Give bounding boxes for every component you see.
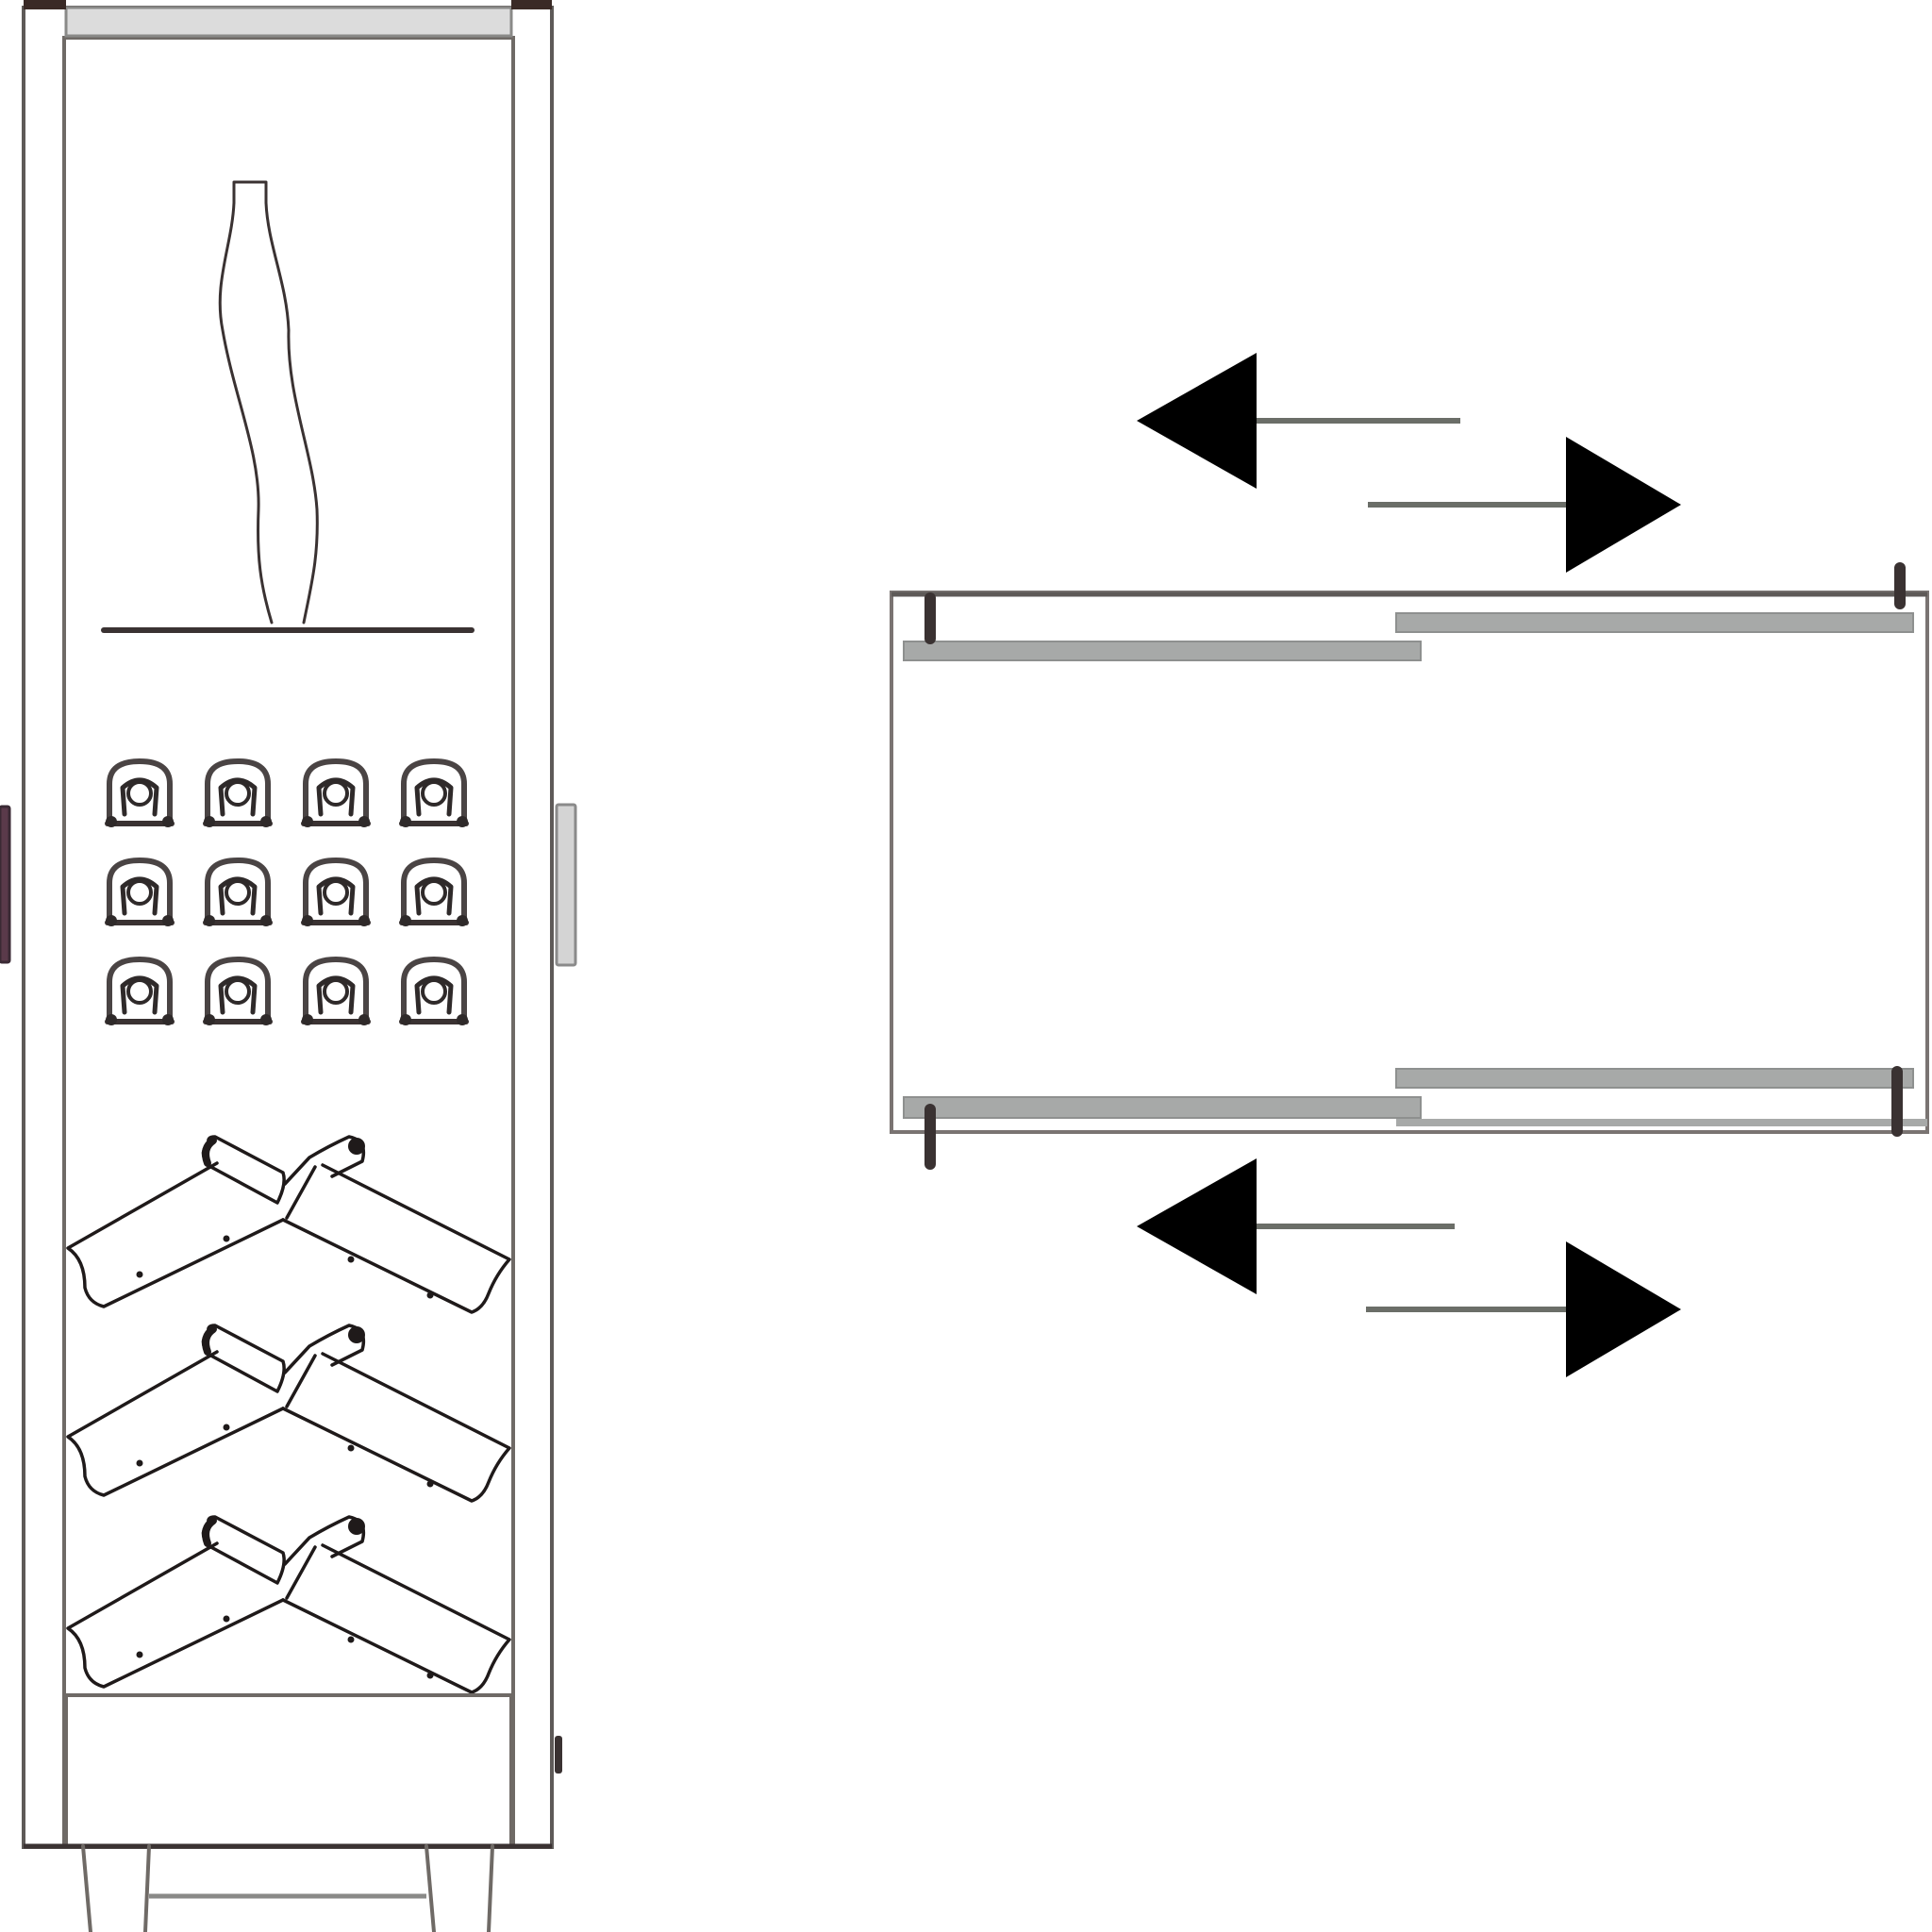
cabinet-base bbox=[24, 1843, 552, 1932]
slider-rails bbox=[891, 591, 1927, 1126]
rail-bottom-left bbox=[903, 1096, 1422, 1119]
rail-top-left bbox=[903, 641, 1422, 661]
bottle-end-icon bbox=[203, 957, 273, 1025]
top-right-arrow-icon bbox=[1368, 437, 1681, 573]
stacked-bottle-rack bbox=[105, 758, 469, 1025]
rail-top-right bbox=[1395, 612, 1914, 633]
bottom-right-arrow-icon bbox=[1366, 1241, 1681, 1377]
pin-bottom-right bbox=[1891, 1066, 1903, 1137]
slider-pins bbox=[924, 562, 1906, 1170]
bottle-end-icon bbox=[105, 758, 175, 827]
pin-top-left bbox=[924, 592, 936, 644]
bottle-end-icon bbox=[105, 957, 175, 1025]
direction-arrows bbox=[1137, 353, 1681, 1377]
bottle-end-icon bbox=[105, 858, 175, 926]
bottle-end-icon bbox=[399, 758, 469, 827]
bottle-end-icon bbox=[301, 758, 371, 827]
side-handles bbox=[0, 803, 577, 967]
angled-rack-1 bbox=[66, 1135, 511, 1314]
angled-rack-2 bbox=[66, 1324, 511, 1503]
bottle-icon bbox=[218, 180, 319, 625]
cabinet-front-view: Cabinet front view bbox=[0, 0, 577, 1932]
angled-rack-3 bbox=[66, 1515, 511, 1694]
bottle-end-icon bbox=[301, 957, 371, 1025]
bottle-end-icon bbox=[203, 758, 273, 827]
left-handle bbox=[0, 805, 11, 964]
pin-bottom-left bbox=[924, 1104, 936, 1170]
right-handle bbox=[555, 803, 577, 967]
corner-cap-right bbox=[511, 0, 552, 9]
slider-frame bbox=[890, 591, 1929, 1134]
rail-bottom-right bbox=[1395, 1068, 1914, 1089]
angled-bottle-racks bbox=[66, 1135, 511, 1694]
cabinet-top-band bbox=[64, 6, 513, 38]
pin-top-right bbox=[1894, 562, 1906, 609]
top-left-arrow-icon bbox=[1137, 353, 1460, 489]
cabinet-foot bbox=[81, 1844, 151, 1932]
bottom-left-arrow-icon bbox=[1137, 1158, 1455, 1294]
cabinet-foot bbox=[425, 1844, 494, 1932]
bottle-end-icon bbox=[301, 858, 371, 926]
bottle-end-icon bbox=[399, 957, 469, 1025]
bottom-drawer bbox=[64, 1693, 513, 1848]
bottle-end-icon bbox=[203, 858, 273, 926]
corner-cap-left bbox=[24, 0, 66, 9]
sliding-shelf-top-view: Sliding shelf top view bbox=[890, 562, 1929, 1170]
bottle-end-icon bbox=[399, 858, 469, 926]
cabinet-knob bbox=[555, 1736, 562, 1774]
cabinet-inner-panel bbox=[62, 36, 515, 1848]
